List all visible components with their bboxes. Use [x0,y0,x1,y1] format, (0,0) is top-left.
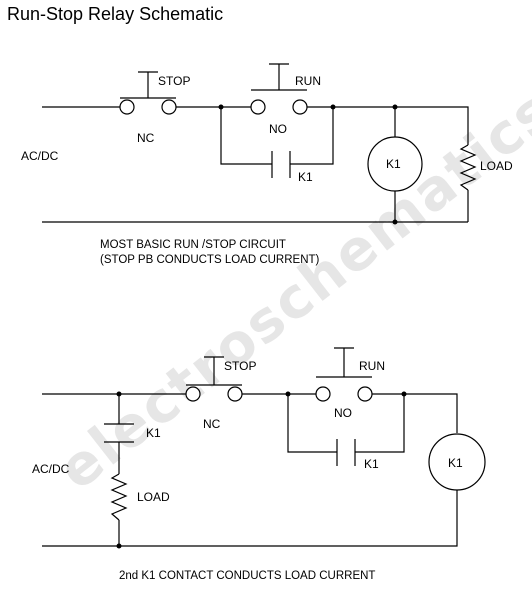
junction-dot [330,104,336,110]
load-label: LOAD [137,490,170,504]
circuit-2: STOP NC RUN NO K1 K1 K1 LOAD AC/DC 2nd K… [32,347,486,582]
stop-label: STOP [224,359,256,373]
junction-dot [116,391,122,397]
run-label: RUN [295,74,321,88]
k1-contact-label: K1 [298,170,313,184]
top-rail-wire [42,393,458,433]
no-label: NO [334,406,352,420]
no-label: NO [269,122,287,136]
stop-pushbutton-nc [119,71,177,115]
page-title: Run-Stop Relay Schematic [7,4,224,24]
junction-dot [218,104,224,110]
load-resistor [459,144,477,191]
caption-line-1: MOST BASIC RUN /STOP CIRCUIT [100,239,286,251]
circuit-1: STOP NC RUN NO K1 K1 LOAD AC/DC MOST BAS… [21,63,513,266]
k1-branch-wire [287,394,405,453]
k1-coil [428,433,486,491]
k1-coil-label: K1 [386,157,401,171]
k1-coil [367,136,423,192]
k1-holding-contact [271,151,291,178]
junction-dot [401,391,407,397]
junction-dot [392,104,398,110]
supply-label: AC/DC [21,149,59,163]
stop-label: STOP [158,74,190,88]
run-pushbutton-no [250,63,308,115]
bottom-rail-wire [42,490,458,547]
k1-holding-contact [336,439,356,466]
supply-label: AC/DC [32,462,70,476]
load-resistor [110,473,128,521]
caption: 2nd K1 CONTACT CONDUCTS LOAD CURRENT [119,570,375,582]
nc-label: NC [203,417,221,431]
run-label: RUN [359,359,385,373]
nc-label: NC [137,131,155,145]
top-rail-wire [42,106,469,222]
junction-dot [116,543,122,549]
watermark: electroschematics.com [47,0,532,503]
junction-dot [285,391,291,397]
stop-pushbutton-nc [185,356,243,402]
run-pushbutton-no [315,347,373,402]
k1-coil-label: K1 [448,456,463,470]
k1-load-contact-label: K1 [146,426,161,440]
k1-branch-wire [220,107,334,165]
junction-dot [392,219,398,225]
k1-contact-label: K1 [364,457,379,471]
caption-line-2: (STOP PB CONDUCTS LOAD CURRENT) [100,254,320,266]
k1-load-contact [104,423,134,443]
load-label: LOAD [480,159,513,173]
